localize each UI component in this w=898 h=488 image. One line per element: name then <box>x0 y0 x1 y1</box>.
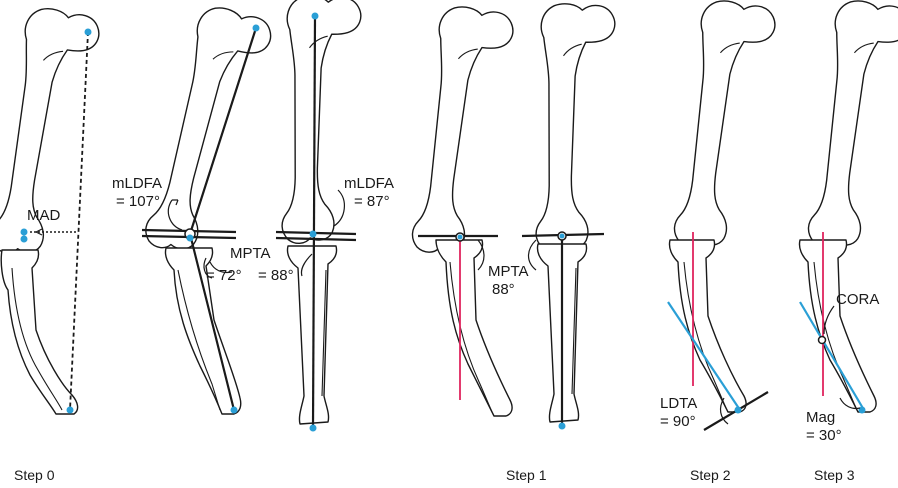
mag-value: = 30° <box>806 427 842 444</box>
mag-label: Mag <box>806 409 835 426</box>
mpta-label-b: MPTA <box>488 263 529 280</box>
step2-label: Step 2 <box>690 467 731 483</box>
step1-label: Step 1 <box>506 467 547 483</box>
mpta-value-a2: = 88° <box>258 267 294 284</box>
mldfa-label-a: mLDFA <box>112 175 162 192</box>
normal-leg <box>275 0 362 432</box>
ldta-label: LDTA <box>660 395 697 412</box>
step0-label: Step 0 <box>14 467 55 483</box>
cora-label: CORA <box>836 291 879 308</box>
mldfa-value-b: = 87° <box>354 193 390 210</box>
mpta-label-a: MPTA <box>230 245 271 262</box>
mpta-value-a1: = 72° <box>206 267 242 284</box>
ldta-value: = 90° <box>660 413 696 430</box>
mpta-value-b: 88° <box>492 281 515 298</box>
step2-leg <box>667 0 778 431</box>
mldfa-label-b: mLDFA <box>344 175 394 192</box>
step3-label: Step 3 <box>814 467 855 483</box>
step3-leg <box>798 0 898 414</box>
mldfa-value-a: = 107° <box>116 193 160 210</box>
step1-leg-left <box>409 3 516 417</box>
deformed-leg <box>141 2 276 415</box>
step0-leg <box>0 4 103 415</box>
mad-label: MAD <box>27 207 61 224</box>
step1-leg-right <box>521 2 616 430</box>
